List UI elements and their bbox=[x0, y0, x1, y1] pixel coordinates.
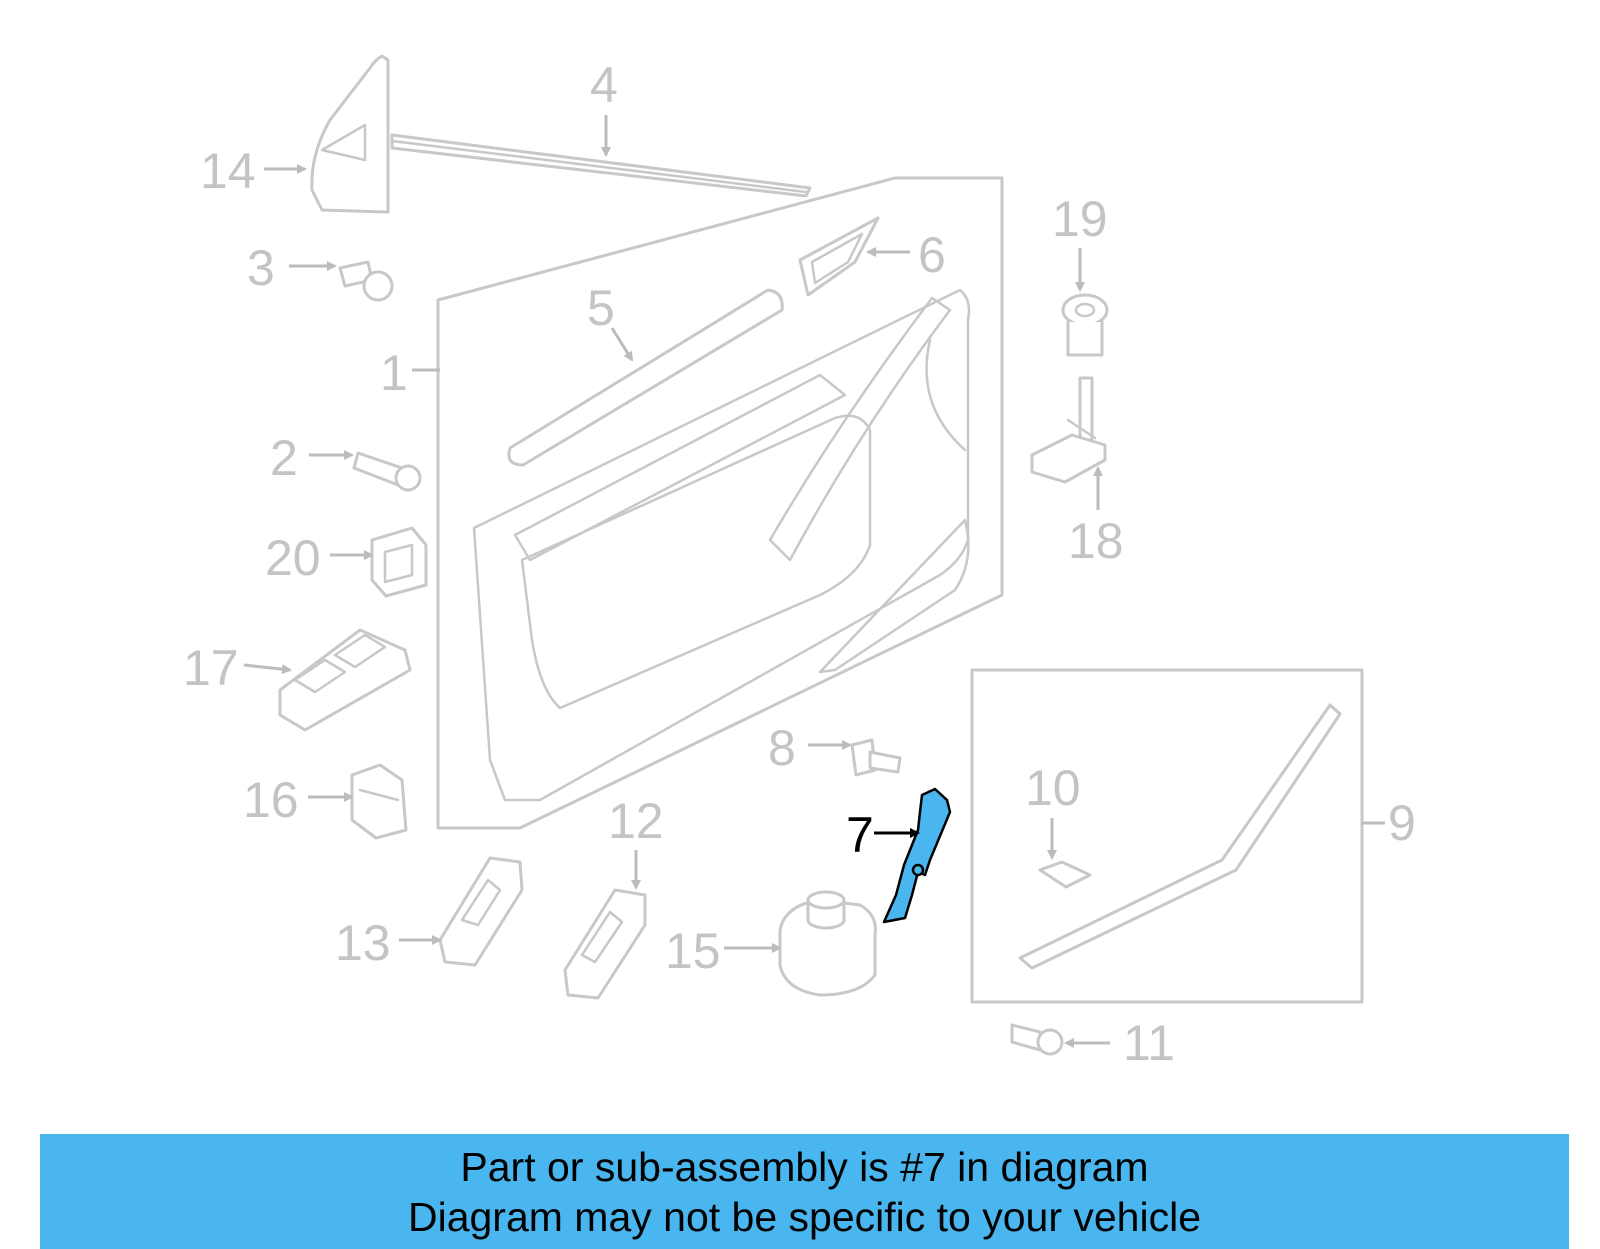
switch-16 bbox=[350, 763, 408, 840]
bolt-2 bbox=[352, 451, 422, 492]
window-switch-panel bbox=[278, 628, 412, 732]
callout-7: 7 bbox=[846, 807, 874, 863]
screw-8 bbox=[850, 738, 902, 777]
info-banner: Part or sub-assembly is #7 in diagram Di… bbox=[40, 1134, 1569, 1249]
callout-16: 16 bbox=[243, 772, 299, 828]
switch-20 bbox=[370, 526, 428, 598]
callout-labels: 14 4 3 5 6 1 2 20 17 16 13 12 15 8 19 18… bbox=[183, 57, 1416, 1071]
callout-10: 10 bbox=[1025, 760, 1081, 816]
callout-17: 17 bbox=[183, 640, 239, 696]
callout-20: 20 bbox=[265, 530, 321, 586]
callout-8: 8 bbox=[768, 720, 796, 776]
clip-3 bbox=[338, 260, 394, 302]
callout-3: 3 bbox=[247, 240, 275, 296]
callout-1: 1 bbox=[380, 345, 408, 401]
callout-11: 11 bbox=[1123, 1015, 1175, 1071]
mirror-cover bbox=[310, 54, 390, 214]
callout-5: 5 bbox=[587, 280, 615, 336]
callout-6: 6 bbox=[918, 227, 946, 283]
screw-11 bbox=[1010, 1023, 1064, 1056]
window-strip bbox=[390, 133, 812, 198]
grommet-19 bbox=[1061, 293, 1109, 357]
callout-19: 19 bbox=[1052, 191, 1108, 247]
callout-12: 12 bbox=[608, 793, 664, 849]
switch-12 bbox=[563, 888, 647, 1000]
armrest-bar bbox=[507, 288, 784, 467]
callout-18: 18 bbox=[1068, 513, 1124, 569]
callout-4: 4 bbox=[590, 57, 618, 113]
clip-10 bbox=[1038, 860, 1092, 889]
callout-15: 15 bbox=[665, 923, 721, 979]
banner-line-2: Diagram may not be specific to your vehi… bbox=[407, 1193, 1201, 1240]
pull-strip-inset bbox=[970, 668, 1364, 1004]
callout-2: 2 bbox=[270, 430, 298, 486]
door-trim-panel bbox=[436, 176, 1004, 830]
banner-line-1: Part or sub-assembly is #7 in diagram bbox=[460, 1143, 1149, 1190]
connector-18 bbox=[1030, 376, 1107, 484]
callout-9: 9 bbox=[1388, 795, 1416, 851]
callout-14: 14 bbox=[200, 143, 256, 199]
leader-lines bbox=[243, 115, 1385, 1048]
highlighted-bracket-part-7[interactable] bbox=[882, 787, 952, 924]
switch-13 bbox=[438, 856, 524, 967]
mirror-switch-knob bbox=[778, 890, 877, 997]
callout-13: 13 bbox=[335, 915, 391, 971]
handle-bezel bbox=[798, 216, 880, 297]
